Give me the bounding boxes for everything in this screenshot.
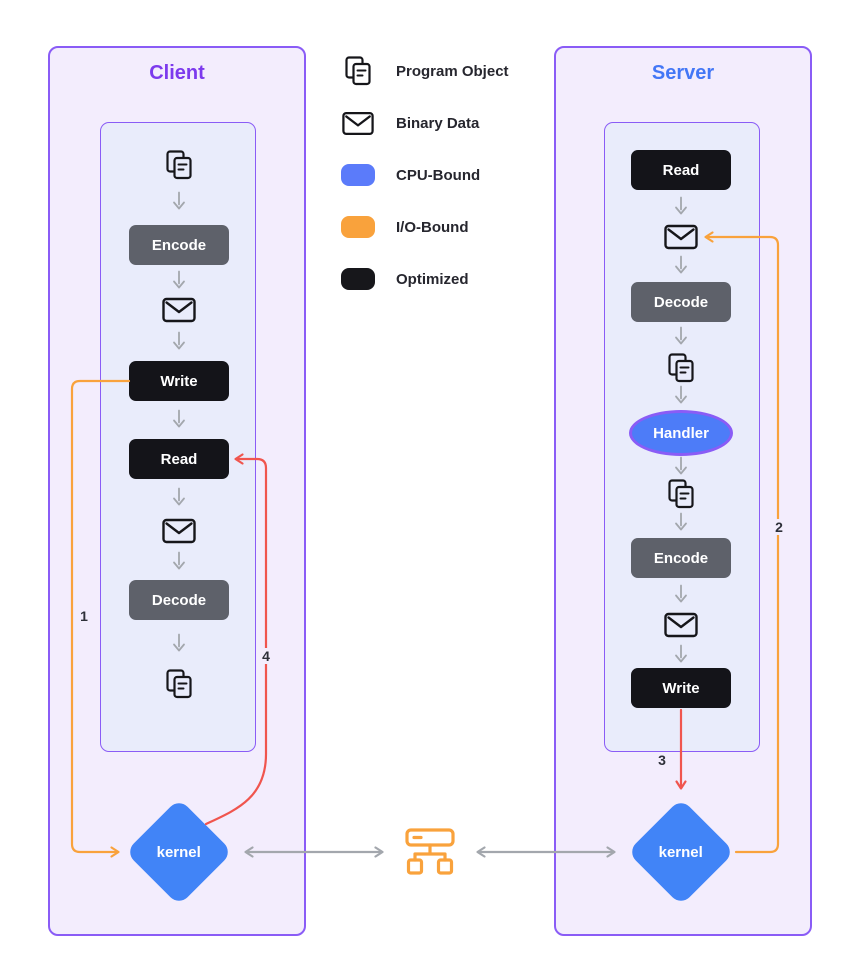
server-read-box: Read <box>631 150 731 190</box>
legend-label: I/O-Bound <box>396 218 469 236</box>
client-write-label: Write <box>160 372 198 390</box>
down-arrow-icon <box>172 331 186 353</box>
down-arrow-icon <box>172 487 186 509</box>
step-number-1: 1 <box>76 608 92 624</box>
step-number-4: 4 <box>258 648 274 664</box>
binary-data-icon <box>664 612 698 638</box>
client-title: Client <box>149 62 205 84</box>
down-arrow-icon <box>172 270 186 292</box>
down-arrow-icon <box>674 385 688 407</box>
program-object-icon <box>164 669 194 699</box>
legend-label: Program Object <box>396 62 509 80</box>
cpu-bound-color <box>341 164 375 186</box>
server-kernel-label: kernel <box>658 843 704 861</box>
step-number-2: 2 <box>771 519 787 535</box>
legend-item-program-object: Program Object <box>338 56 509 86</box>
program-object-icon <box>666 479 696 509</box>
binary-data-icon <box>338 111 378 136</box>
server-write-label: Write <box>662 679 700 697</box>
legend-item-binary-data: Binary Data <box>338 108 509 138</box>
down-arrow-icon <box>172 551 186 573</box>
io-bound-swatch <box>338 215 378 239</box>
server-title: Server <box>651 62 715 84</box>
binary-data-icon <box>664 224 698 250</box>
client-kernel-label: kernel <box>156 843 202 861</box>
optimized-swatch <box>338 267 378 291</box>
server-handler-node: Handler <box>629 410 733 456</box>
down-arrow-icon <box>674 512 688 534</box>
legend: Program Object Binary Data CPU-Bound I/O… <box>338 56 509 294</box>
optimized-color <box>341 268 375 290</box>
client-encode-label: Encode <box>151 236 207 254</box>
binary-data-icon <box>162 518 196 544</box>
legend-label: Optimized <box>396 270 469 288</box>
down-arrow-icon <box>674 196 688 218</box>
client-read-box: Read <box>129 439 229 479</box>
server-read-label: Read <box>662 161 700 179</box>
server-write-box: Write <box>631 668 731 708</box>
program-object-icon <box>666 353 696 383</box>
legend-label: CPU-Bound <box>396 166 481 184</box>
down-arrow-icon <box>674 584 688 606</box>
legend-item-cpu-bound: CPU-Bound <box>338 160 509 190</box>
cpu-bound-swatch <box>338 163 378 187</box>
legend-item-optimized: Optimized <box>338 264 509 294</box>
network-hub-icon <box>402 824 458 880</box>
io-bound-color <box>341 216 375 238</box>
client-flow-panel <box>100 122 256 752</box>
program-object-icon <box>164 150 194 180</box>
legend-label: Binary Data <box>396 114 480 132</box>
program-object-icon <box>338 56 378 86</box>
client-read-label: Read <box>160 450 198 468</box>
down-arrow-icon <box>674 644 688 666</box>
down-arrow-icon <box>674 456 688 478</box>
server-encode-box: Encode <box>631 538 731 578</box>
client-encode-box: Encode <box>129 225 229 265</box>
down-arrow-icon <box>172 633 186 655</box>
server-handler-label: Handler <box>653 424 709 442</box>
client-decode-label: Decode <box>151 591 207 609</box>
client-decode-box: Decode <box>129 580 229 620</box>
server-decode-box: Decode <box>631 282 731 322</box>
down-arrow-icon <box>172 409 186 431</box>
server-decode-label: Decode <box>653 293 709 311</box>
down-arrow-icon <box>674 255 688 277</box>
step-number-3: 3 <box>654 752 670 768</box>
legend-item-io-bound: I/O-Bound <box>338 212 509 242</box>
binary-data-icon <box>162 297 196 323</box>
down-arrow-icon <box>172 191 186 213</box>
down-arrow-icon <box>674 326 688 348</box>
client-write-box: Write <box>129 361 229 401</box>
server-encode-label: Encode <box>653 549 709 567</box>
